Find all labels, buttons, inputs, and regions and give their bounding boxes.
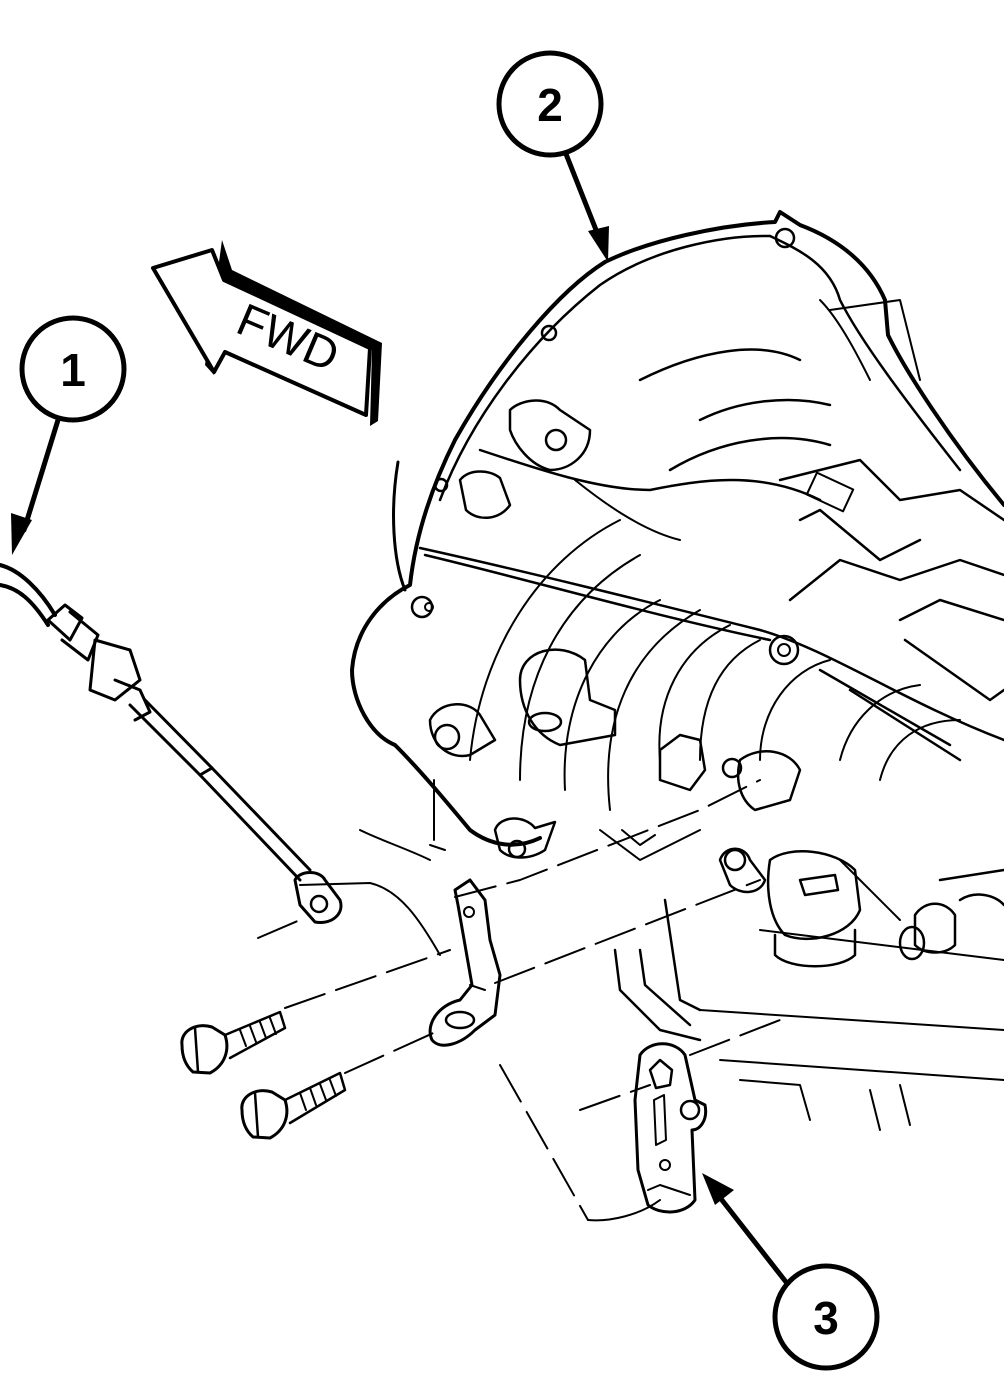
assembly-guide-lines	[257, 779, 781, 1221]
callout-1	[11, 315, 127, 555]
callout-2	[496, 50, 609, 262]
cable-bracket	[428, 878, 502, 1047]
shift-sensor	[633, 1042, 708, 1214]
callout-2-number: 2	[537, 79, 563, 131]
transmission-housing	[350, 210, 1004, 1131]
callout-3	[702, 1173, 880, 1371]
shift-cable	[0, 563, 343, 925]
callout-3-number: 3	[813, 1292, 839, 1344]
forward-direction-arrow	[151, 240, 382, 426]
bolt-lower	[240, 1071, 347, 1140]
callout-1-number: 1	[60, 344, 86, 396]
bolt-upper	[180, 1010, 287, 1075]
